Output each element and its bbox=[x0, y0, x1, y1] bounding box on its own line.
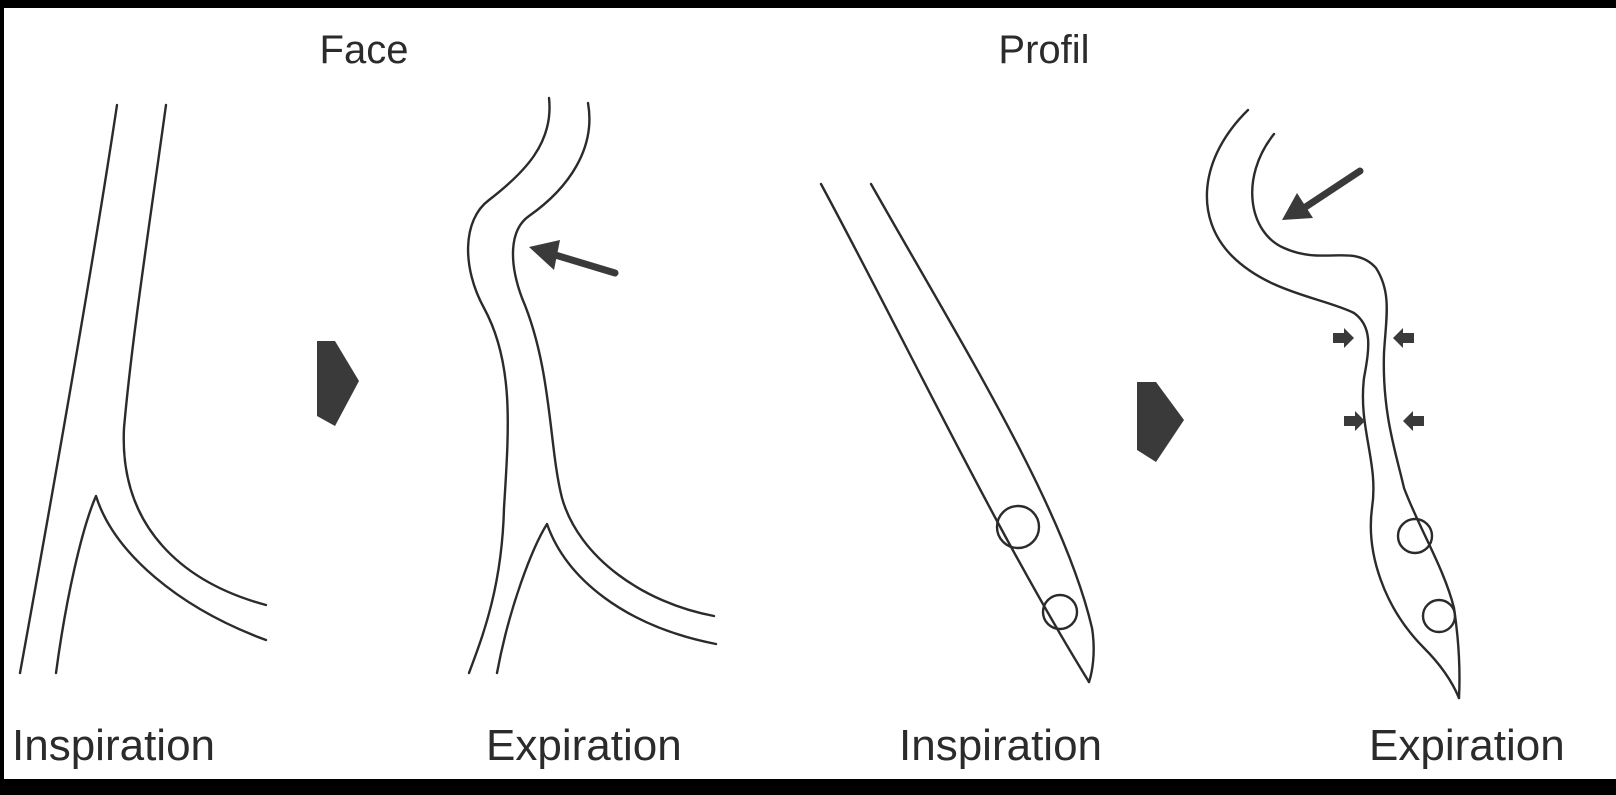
profil-expiration-ring-1 bbox=[1398, 519, 1432, 553]
profil-expiration-airway bbox=[1207, 110, 1460, 698]
heading-profil: Profil bbox=[998, 30, 1089, 70]
block-arrow-right-icon bbox=[1137, 382, 1184, 462]
face-expiration-right-wall bbox=[513, 103, 714, 616]
profil-inspiration-left-wall bbox=[821, 184, 1089, 682]
face-expiration-left-wall bbox=[468, 98, 549, 673]
face-inspiration-inner-branch bbox=[56, 496, 266, 673]
label-face-inspiration: Inspiration bbox=[12, 724, 215, 768]
block-arrow-right-icon bbox=[317, 341, 359, 426]
face-expiration-airway bbox=[468, 98, 716, 673]
label-profil-expiration: Expiration bbox=[1369, 724, 1565, 768]
profil-inspiration-airway bbox=[821, 184, 1094, 682]
profil-inspiration-ring-1 bbox=[997, 506, 1039, 548]
profil-expiration-outer-wall bbox=[1207, 110, 1459, 698]
collapse-arrow-icon bbox=[529, 240, 615, 273]
label-face-expiration: Expiration bbox=[486, 724, 682, 768]
collapse-arrow-icon bbox=[1282, 171, 1360, 220]
profil-inspiration-right-wall bbox=[871, 184, 1094, 682]
profil-expiration-ring-2 bbox=[1423, 600, 1455, 632]
face-expiration-inner-branch bbox=[497, 524, 716, 673]
compression-arrow-icon bbox=[1333, 328, 1424, 431]
face-inspiration-left-wall bbox=[20, 105, 117, 673]
airway-diagram bbox=[4, 8, 1616, 795]
face-inspiration-right-wall bbox=[124, 105, 266, 605]
label-profil-inspiration: Inspiration bbox=[899, 724, 1102, 768]
face-inspiration-airway bbox=[20, 105, 266, 673]
heading-face: Face bbox=[320, 30, 409, 70]
